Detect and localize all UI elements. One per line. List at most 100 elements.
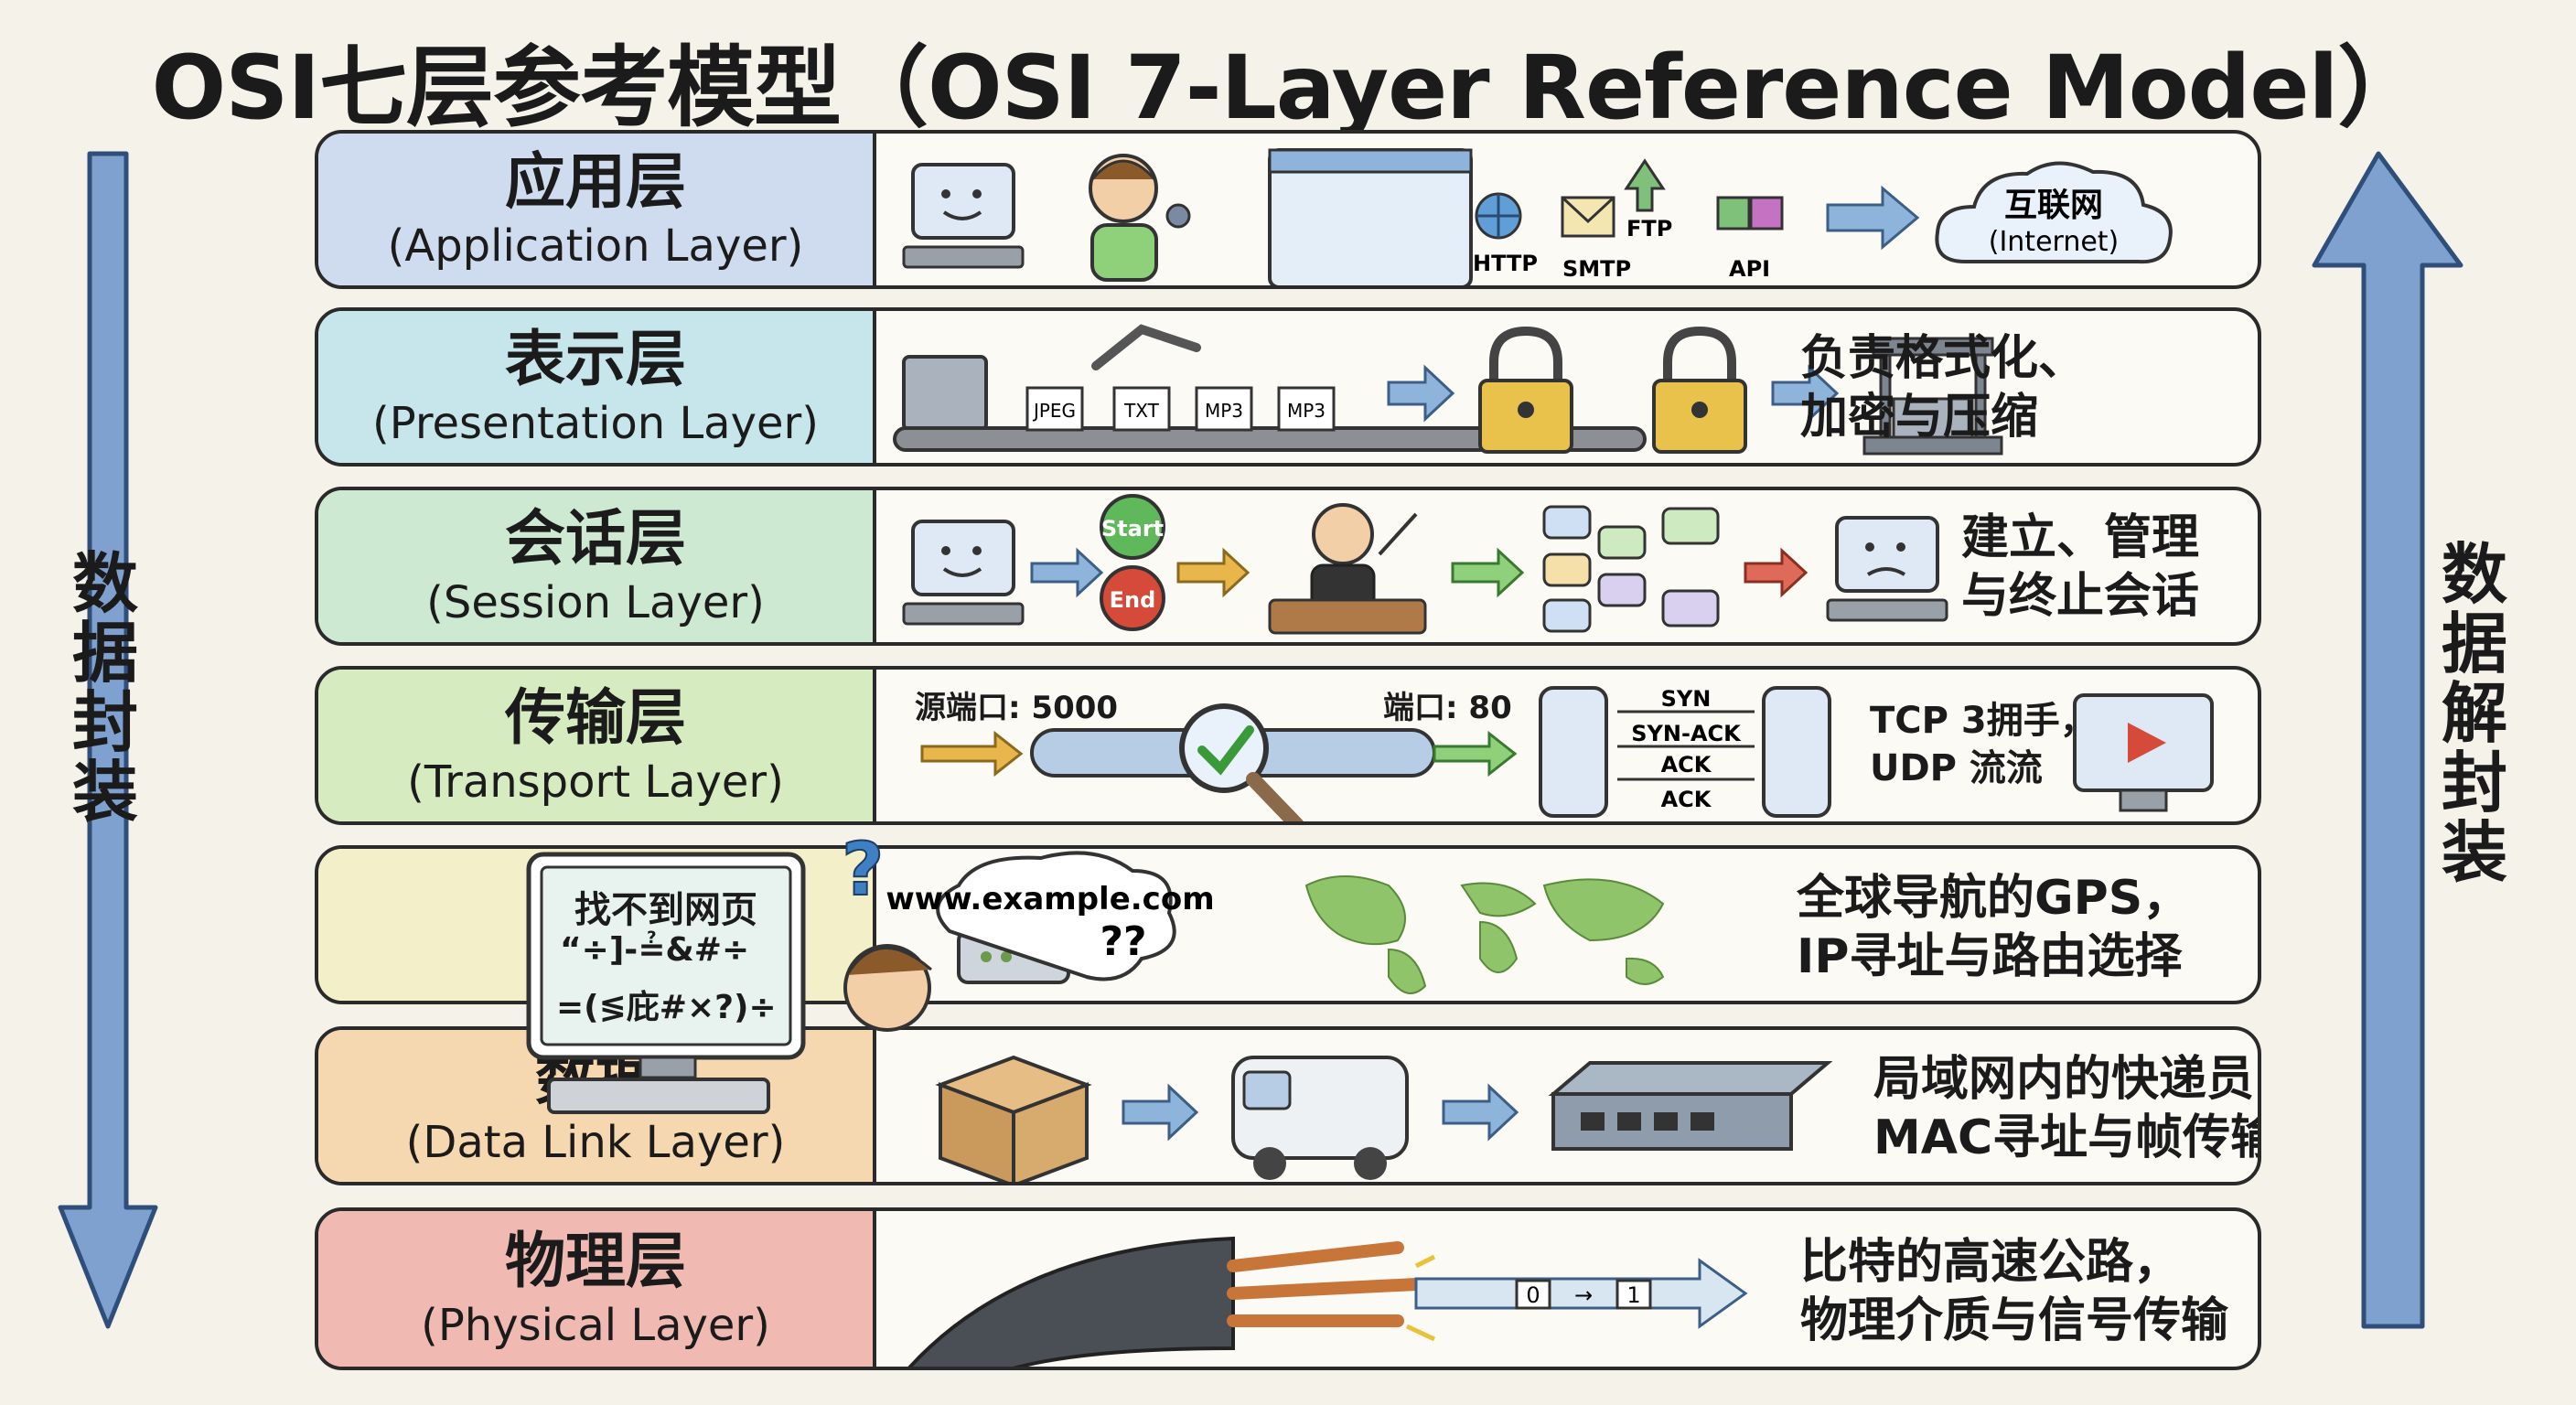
phone-icon (1539, 686, 1608, 818)
desc-line-2: 加密与压缩 (1800, 390, 2039, 445)
signal-arrow-icon (1414, 1258, 1748, 1329)
desc-line-2: 与终止会话 (1961, 569, 2200, 624)
layer-row-transport: 传输层 (Transport Layer) SYN SYN-ACK ACK AC… (315, 666, 2261, 825)
source-port-label: 源端口: 5000 (915, 690, 1119, 726)
arrow-right-icon (1387, 364, 1455, 423)
layer-name-transport: 传输层 (Transport Layer) (318, 670, 876, 821)
handshake-syn: SYN (1661, 686, 1712, 712)
url-label: www.example.com (886, 881, 1214, 917)
cloud-bubble-icon (936, 851, 1176, 981)
cloud-label-en: (Internet) (1989, 226, 2120, 258)
layer-desc-presentation: 负责格式化、 加密与压缩 (1800, 329, 2086, 446)
compressor-press-icon (1862, 337, 2003, 456)
layer-zh-presentation: 表示层 (505, 324, 686, 394)
arrow-right-icon (920, 730, 1024, 778)
conveyor-icon (893, 324, 1647, 452)
puzzle-icon (1716, 196, 1784, 231)
screen-title: 找不到网页 (574, 889, 757, 931)
layer-name-physical: 物理层 (Physical Layer) (318, 1211, 876, 1367)
layer-zh-application: 应用层 (505, 146, 686, 217)
layer-name-presentation: 表示层 (Presentation Layer) (318, 311, 876, 463)
layer-desc-session: 建立、管理 与终止会话 (1961, 509, 2199, 626)
package-box-icon (935, 1055, 1092, 1182)
desc-line-1: 全球导航的GPS， (1797, 871, 2191, 926)
bit-zero-box (1515, 1279, 1551, 1310)
desc-line-2: 物理介质与信号传输 (1800, 1293, 2229, 1348)
layer-en-transport: (Transport Layer) (407, 756, 784, 808)
world-map-icon (1304, 875, 1665, 994)
arrow-right-icon (1122, 1083, 1199, 1142)
network-switch-icon (1548, 1061, 1833, 1151)
layer-desc-transport: TCP 3拥手， UDP 流流 (1870, 697, 2097, 792)
protocol-http: HTTP (1473, 251, 1538, 276)
application-scene: HTTP SMTP FTP API 互联网 (Internet) (902, 148, 2173, 285)
file-label-jpeg: JPEG (1032, 400, 1076, 422)
layer-desc-physical: 比特的高速公路， 物理介质与信号传输 (1800, 1233, 2228, 1350)
desc-line-1: 比特的高速公路， (1800, 1235, 2182, 1290)
bit-zero: 0 (1526, 1282, 1540, 1308)
transport-scene: SYN SYN-ACK ACK ACK (920, 686, 2214, 821)
right-label: 数据解封装 (2433, 540, 2516, 887)
encapsulation-arrow (58, 151, 158, 1329)
handshake-syn-ack: SYN-ACK (1631, 721, 1742, 746)
layer-row-presentation: 表示层 (Presentation Layer) JPEG TXT MP3 MP… (315, 307, 2261, 467)
arrow-right-icon (1176, 547, 1250, 598)
chat-bubbles-icon (1542, 505, 1720, 633)
bit-one: 1 (1626, 1282, 1640, 1308)
presentation-scene: JPEG TXT MP3 MP3 (893, 324, 2003, 456)
handshake-ack-1: ACK (1661, 752, 1712, 778)
arrow-right-icon (1744, 547, 1809, 598)
boy-icon (1089, 154, 1191, 282)
session-scene: Start End (902, 494, 1948, 635)
arrow-right-icon (1433, 730, 1518, 778)
desc-line-1: 负责格式化、 (1800, 331, 2087, 386)
file-label-txt: TXT (1123, 400, 1160, 422)
conductor-icon (1268, 503, 1427, 635)
cloud-icon (1935, 161, 2173, 264)
desc-line-1: TCP 3拥手， (1870, 700, 2097, 742)
layer-en-physical: (Physical Layer) (421, 1300, 770, 1351)
layer-row-data-link: 数据 (Data Link Layer) 局域网内的快递员 MAC寻址与帧传输 (315, 1026, 2261, 1185)
check-icon (1197, 725, 1254, 776)
dest-port-label: 端口: 80 (1383, 690, 1512, 726)
lock-open-icon (1652, 326, 1747, 454)
desc-line-2: MAC寻址与帧传输 (1873, 1110, 2261, 1165)
layer-row-physical: 物理层 (Physical Layer) 0 → 1 比特的高速公路， 物理介质… (315, 1207, 2261, 1370)
file-icons: JPEG TXT MP3 MP3 (1025, 386, 1336, 432)
confused-marks: ?? (1100, 918, 1146, 965)
desc-line-1: 建立、管理 (1961, 510, 2200, 565)
layer-zh-transport: 传输层 (505, 682, 686, 753)
lock-icon (1478, 326, 1573, 454)
cable-icon (907, 1236, 1235, 1367)
physical-scene: 0 → 1 (907, 1236, 1748, 1367)
protocol-ftp: FTP (1626, 216, 1672, 241)
bit-one-box (1615, 1279, 1652, 1310)
arrow-right-icon (1442, 1083, 1519, 1142)
layer-name-application: 应用层 (Application Layer) (318, 134, 876, 285)
arrow-right-icon (1826, 185, 1920, 251)
arrow-right-icon (1771, 364, 1840, 423)
layer-row-application: 应用层 (Application Layer) HTTP SMTP (315, 130, 2261, 289)
file-label-mp3-1: MP3 (1205, 400, 1243, 422)
file-label-mp3-2: MP3 (1287, 400, 1326, 422)
layer-name-session: 会话层 (Session Layer) (318, 490, 876, 642)
computer-icon (1826, 516, 1948, 622)
layer-en-presentation: (Presentation Layer) (372, 398, 819, 449)
data-link-scene (935, 1055, 1833, 1182)
computer-icon (902, 520, 1025, 626)
video-monitor-icon (2073, 693, 2214, 812)
computer-icon (902, 163, 1025, 269)
layer-zh-session: 会话层 (505, 503, 686, 574)
arrow-right-icon (1451, 547, 1525, 598)
arrow-right-icon (1030, 547, 1104, 598)
protocol-api: API (1729, 256, 1770, 282)
left-label: 数据封装 (64, 549, 146, 827)
layer-en-application: (Application Layer) (387, 220, 804, 272)
mail-icon (1561, 196, 1615, 238)
desc-line-2: IP寻址与路由选择 (1797, 929, 2183, 984)
layer-desc-network: 全球导航的GPS， IP寻址与路由选择 (1797, 869, 2190, 986)
upload-arrow-icon (1624, 158, 1666, 212)
cloud-label: 互联网 (2004, 187, 2103, 224)
desc-line-1: 局域网内的快递员 (1873, 1052, 2255, 1107)
screen-line-1: “÷]-≟&#÷ (560, 931, 750, 969)
